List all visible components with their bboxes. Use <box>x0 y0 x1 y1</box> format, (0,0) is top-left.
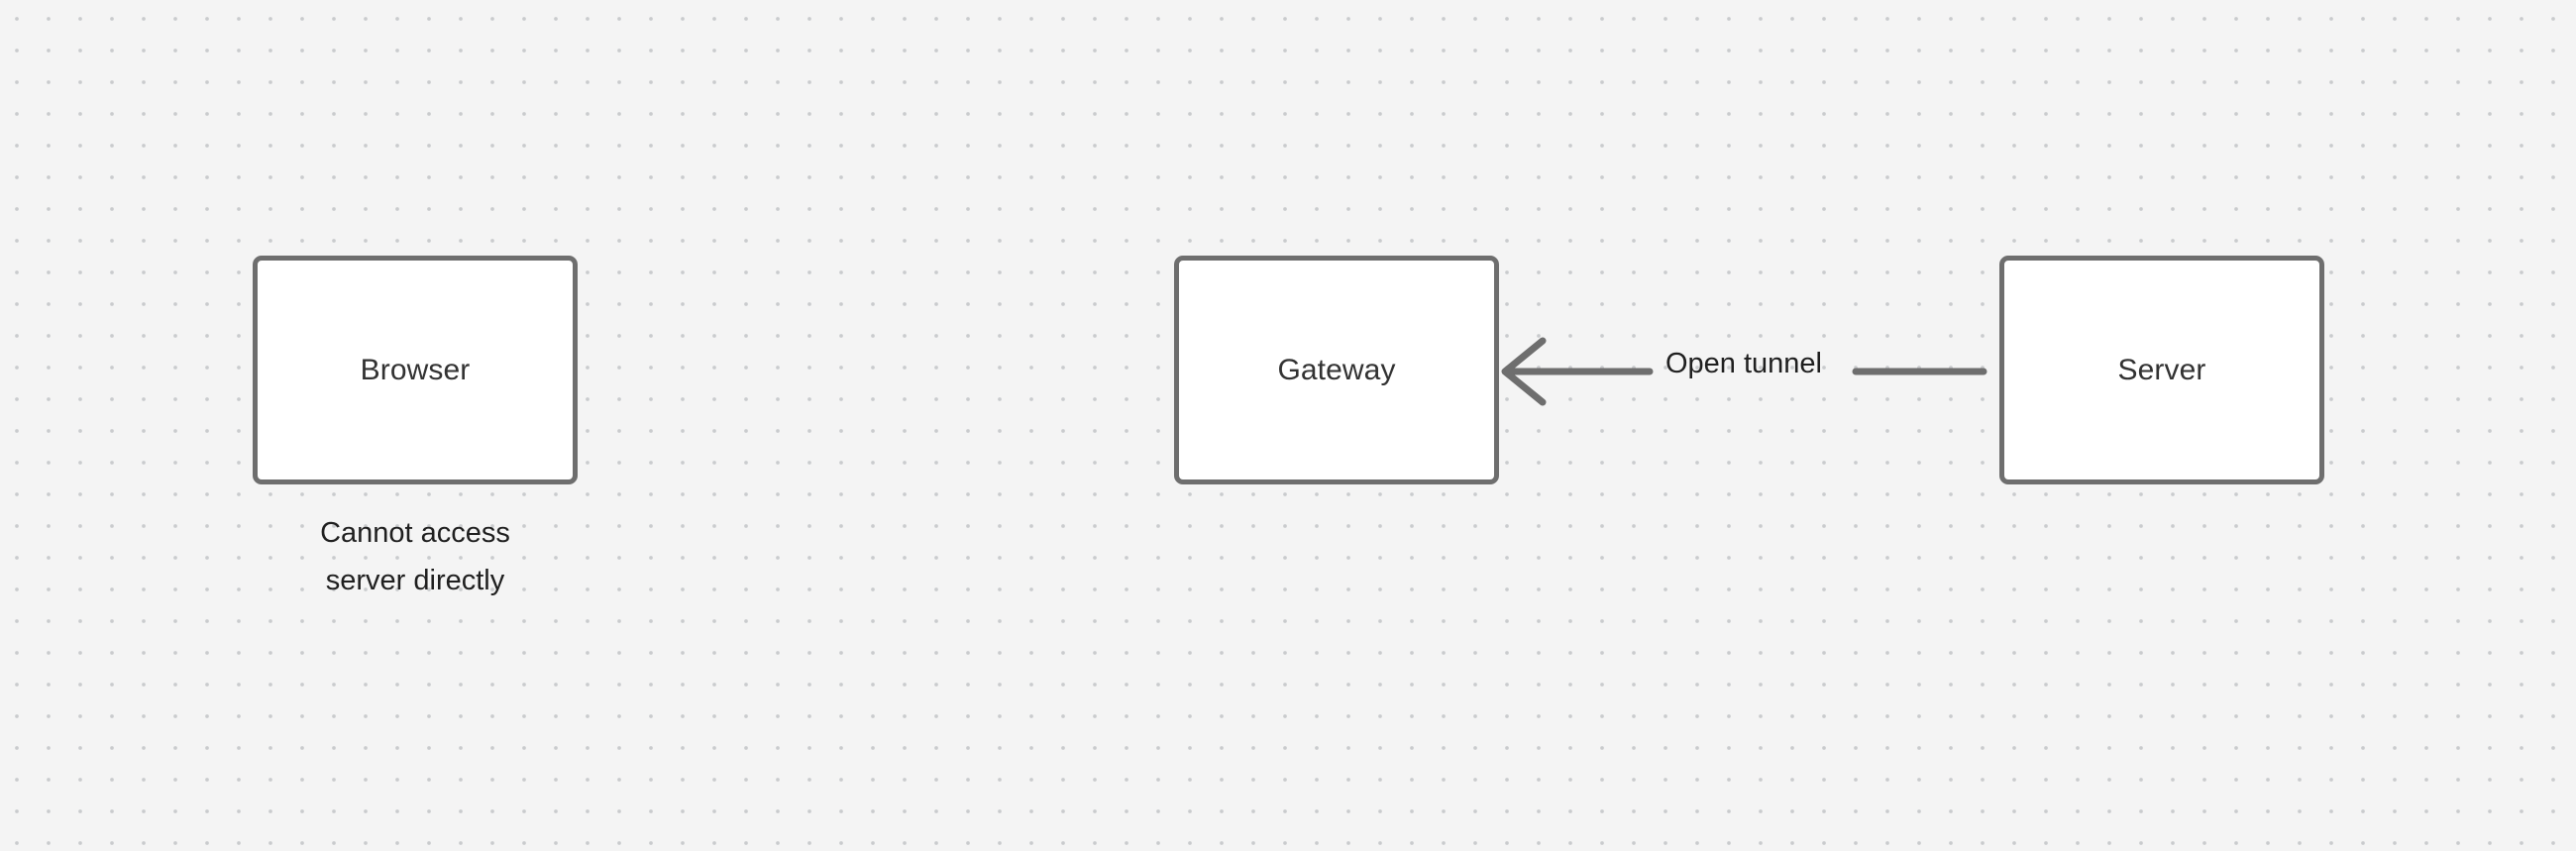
edge-open-tunnel-label: Open tunnel <box>1664 348 1822 379</box>
node-server[interactable]: Server <box>1999 256 2324 484</box>
node-browser[interactable]: Browser <box>253 256 578 484</box>
arrow-left-icon <box>1501 337 1547 406</box>
node-browser-caption-line-1: Cannot access <box>320 517 510 549</box>
node-browser-caption: Cannot access server directly <box>253 509 578 604</box>
node-browser-caption-line-2: server directly <box>325 565 505 596</box>
node-gateway-label: Gateway <box>1277 353 1396 386</box>
node-server-label: Server <box>2117 353 2206 386</box>
edge-server-to-gateway[interactable]: Open tunnel <box>1491 327 1991 416</box>
node-browser-label: Browser <box>360 353 471 386</box>
node-gateway[interactable]: Gateway <box>1174 256 1499 484</box>
